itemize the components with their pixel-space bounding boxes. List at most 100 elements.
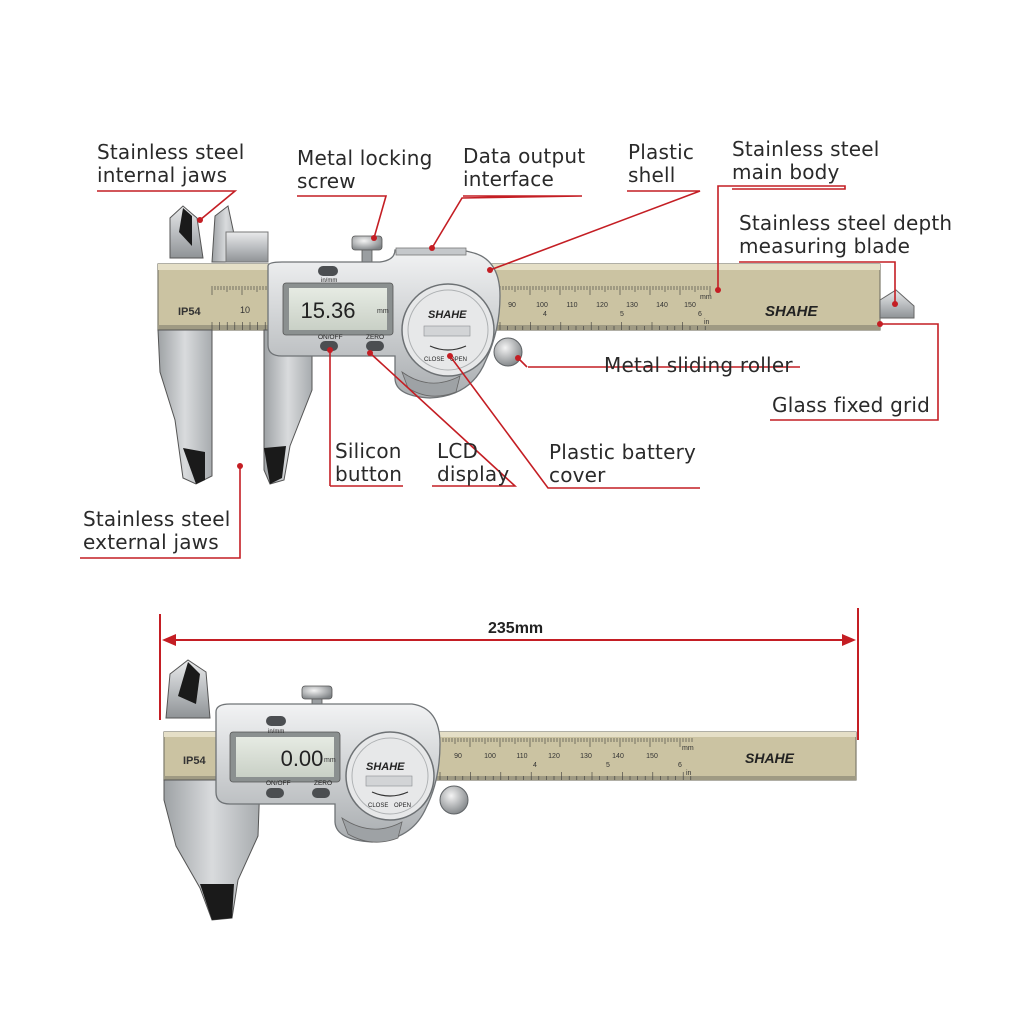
scale-number-mm: 130	[626, 302, 638, 309]
label-silicon-button-line2: button	[335, 462, 403, 486]
zero-button-top[interactable]	[366, 341, 384, 351]
sliding-roller-top[interactable]	[493, 337, 523, 367]
label-internal-jaws-line2: internal jaws	[97, 163, 228, 187]
label-data-output-line1: Data output	[463, 144, 586, 168]
lcd-reading-top: 15.36	[300, 298, 355, 323]
lcd-unit-top: mm	[377, 308, 389, 315]
brand-dial-bottom: SHAHE	[366, 761, 405, 773]
scale-number-in: 6	[698, 311, 702, 318]
label-locking-screw-line1: Metal locking	[297, 146, 433, 170]
close-label-bottom: CLOSE	[368, 803, 388, 809]
scale-number-mm: 140	[656, 302, 668, 309]
unit-in-label: in	[704, 319, 710, 326]
onoff-button-bottom[interactable]	[266, 788, 284, 798]
label-battery-cover: Plastic battery cover	[549, 441, 696, 487]
scale-number-in: 4	[533, 762, 537, 769]
label-depth-blade-line1: Stainless steel depth	[739, 211, 953, 235]
lcd-display-bottom	[236, 737, 334, 777]
scale-number-mm: 150	[646, 753, 658, 760]
dimension-label: 235mm	[488, 620, 543, 637]
sliding-roller-bottom[interactable]	[439, 785, 469, 815]
caliper-bottom: 90 100 110 120 130 140 150 4 5 6 mm in IP54 SHAHE 0…	[163, 659, 857, 921]
label-depth-blade: Stainless steel depth measuring blade	[739, 212, 952, 258]
label-locking-screw-line2: screw	[297, 169, 356, 193]
label-main-body: Stainless steel main body	[732, 138, 880, 184]
label-battery-cover-line2: cover	[549, 463, 606, 487]
scale-left-num: 10	[240, 305, 250, 315]
label-data-output-line2: interface	[463, 167, 554, 191]
lcd-reading-bottom: 0.00	[281, 746, 324, 771]
label-lcd-display-line2: display	[437, 462, 510, 486]
main-beam	[157, 263, 881, 331]
ip-rating-top: IP54	[178, 306, 202, 318]
label-data-output: Data output interface	[463, 145, 585, 191]
scale-top: 90 100 110 120 130 140 150 4 5 6 mm in	[499, 286, 712, 330]
scale-number-mm: 90	[454, 753, 462, 760]
open-label-top: OPEN	[450, 357, 467, 363]
external-jaw-fixed	[157, 329, 213, 485]
scale-number-mm: 140	[612, 753, 624, 760]
zero-button-bottom[interactable]	[312, 788, 330, 798]
scale-number-mm: 130	[580, 753, 592, 760]
label-lcd-display-line1: LCD	[437, 439, 479, 463]
scale-number-mm: 150	[684, 302, 696, 309]
label-plastic-shell-line2: shell	[628, 163, 676, 187]
scale-number-in: 6	[678, 762, 682, 769]
onoff-label-bottom: ON/OFF	[266, 780, 291, 787]
label-plastic-shell: Plastic shell	[628, 141, 694, 187]
label-silicon-button: Silicon button	[335, 440, 402, 486]
label-sliding-roller-line1: Metal sliding roller	[604, 353, 793, 377]
scale-number-mm: 90	[508, 302, 516, 309]
scale-number-mm: 100	[484, 753, 496, 760]
scale-number-mm: 100	[536, 302, 548, 309]
close-label-top: CLOSE	[424, 357, 444, 363]
onoff-button-top[interactable]	[320, 341, 338, 351]
label-main-body-line1: Stainless steel	[732, 137, 880, 161]
label-internal-jaws: Stainless steel internal jaws	[97, 141, 245, 187]
zero-label-top: ZERO	[366, 334, 384, 341]
label-external-jaws-line2: external jaws	[83, 530, 219, 554]
unit-in-label: in	[686, 770, 692, 777]
zero-label-bottom: ZERO	[314, 780, 332, 787]
scale-number-in: 5	[620, 311, 624, 318]
lcd-display-top	[289, 288, 387, 330]
label-depth-blade-line2: measuring blade	[739, 234, 911, 258]
open-label-bottom: OPEN	[394, 803, 411, 809]
label-lcd-display: LCD display	[437, 440, 509, 486]
scale-number-in: 4	[543, 311, 547, 318]
dimension-235: 235mm	[159, 608, 859, 740]
unit-mm-label: mm	[682, 745, 694, 752]
label-silicon-button-line1: Silicon	[335, 439, 402, 463]
leader-lines	[80, 185, 939, 559]
leader-dots	[197, 217, 898, 469]
scale-number-mm: 110	[566, 302, 577, 309]
scale-number-mm: 110	[516, 753, 527, 760]
label-external-jaws-line1: Stainless steel	[83, 507, 231, 531]
unit-mm-label: mm	[700, 294, 712, 301]
ip-rating-bottom: IP54	[183, 755, 207, 767]
label-internal-jaws-line1: Stainless steel	[97, 140, 245, 164]
scale-number-in: 5	[606, 762, 610, 769]
label-glass-grid: Glass fixed grid	[772, 394, 930, 417]
lcd-unit-bottom: mm	[324, 757, 336, 764]
label-glass-grid-line1: Glass fixed grid	[772, 393, 931, 417]
label-main-body-line2: main body	[732, 160, 840, 184]
inmm-label-top: in/mm	[321, 278, 337, 284]
locking-screw-top[interactable]	[351, 235, 383, 263]
scale-number-mm: 120	[548, 753, 560, 760]
scale-number-mm: 120	[596, 302, 608, 309]
brand-beam-bottom: SHAHE	[745, 750, 795, 766]
brand-beam-top: SHAHE	[765, 303, 819, 320]
inmm-label-bottom: in/mm	[268, 729, 284, 735]
label-sliding-roller: Metal sliding roller	[604, 354, 793, 377]
inmm-button-bottom[interactable]	[266, 716, 286, 726]
label-external-jaws: Stainless steel external jaws	[83, 508, 231, 554]
label-locking-screw: Metal locking screw	[297, 147, 432, 193]
onoff-label-top: ON/OFF	[318, 334, 343, 341]
label-battery-cover-line1: Plastic battery	[549, 440, 697, 464]
brand-dial-top: SHAHE	[428, 309, 467, 321]
locking-screw-bottom[interactable]	[301, 685, 333, 700]
inmm-button-top[interactable]	[318, 266, 338, 276]
label-plastic-shell-line1: Plastic	[628, 140, 695, 164]
